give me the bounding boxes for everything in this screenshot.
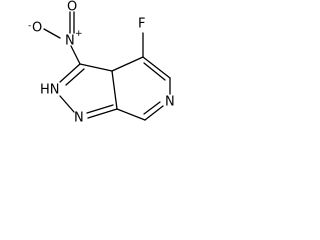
atom-pyridine-n: N — [165, 95, 175, 110]
atom-pyrazole-n: N — [74, 111, 84, 126]
atom-fluorine: F — [138, 17, 145, 32]
atom-nitro-oxygen-double: O — [67, 0, 77, 15]
bond-c3a-c4 — [111, 56, 144, 72]
atom-pyrazole-nh: HN — [40, 83, 60, 98]
atom-labels: F O O - N + HN N N — [28, 0, 175, 126]
atom-nitro-oxygen-single: O — [32, 21, 42, 36]
bonds — [43, 11, 171, 121]
bond-c3-nitro-n — [70, 45, 81, 65]
bond-c3-n2-a — [59, 63, 81, 83]
bond-c3a-c7a — [111, 70, 118, 110]
atom-nitro-nitrogen: N — [65, 34, 75, 49]
charge-nitro-oxygen-minus: - — [28, 21, 31, 31]
bond-n6-c7-a — [144, 105, 164, 121]
bond-n1-c7a-a — [87, 108, 118, 119]
bond-n2-n1 — [59, 95, 75, 113]
bond-n1-c7a-b — [86, 104, 114, 114]
bond-c3-n2-b — [65, 68, 85, 86]
bond-c4-c5-b — [143, 62, 166, 81]
bond-c7-c7a — [116, 108, 146, 121]
bond-c4-c5-a — [142, 56, 171, 79]
charge-nitro-nitrogen-plus: + — [75, 29, 83, 39]
bond-nitro-n-o-minus — [43, 28, 61, 39]
bond-n6-c7-b — [143, 101, 161, 115]
molecule-structure-diagram: F O O - N + HN N N — [28, 0, 175, 126]
bond-c3-c3a — [79, 63, 113, 72]
